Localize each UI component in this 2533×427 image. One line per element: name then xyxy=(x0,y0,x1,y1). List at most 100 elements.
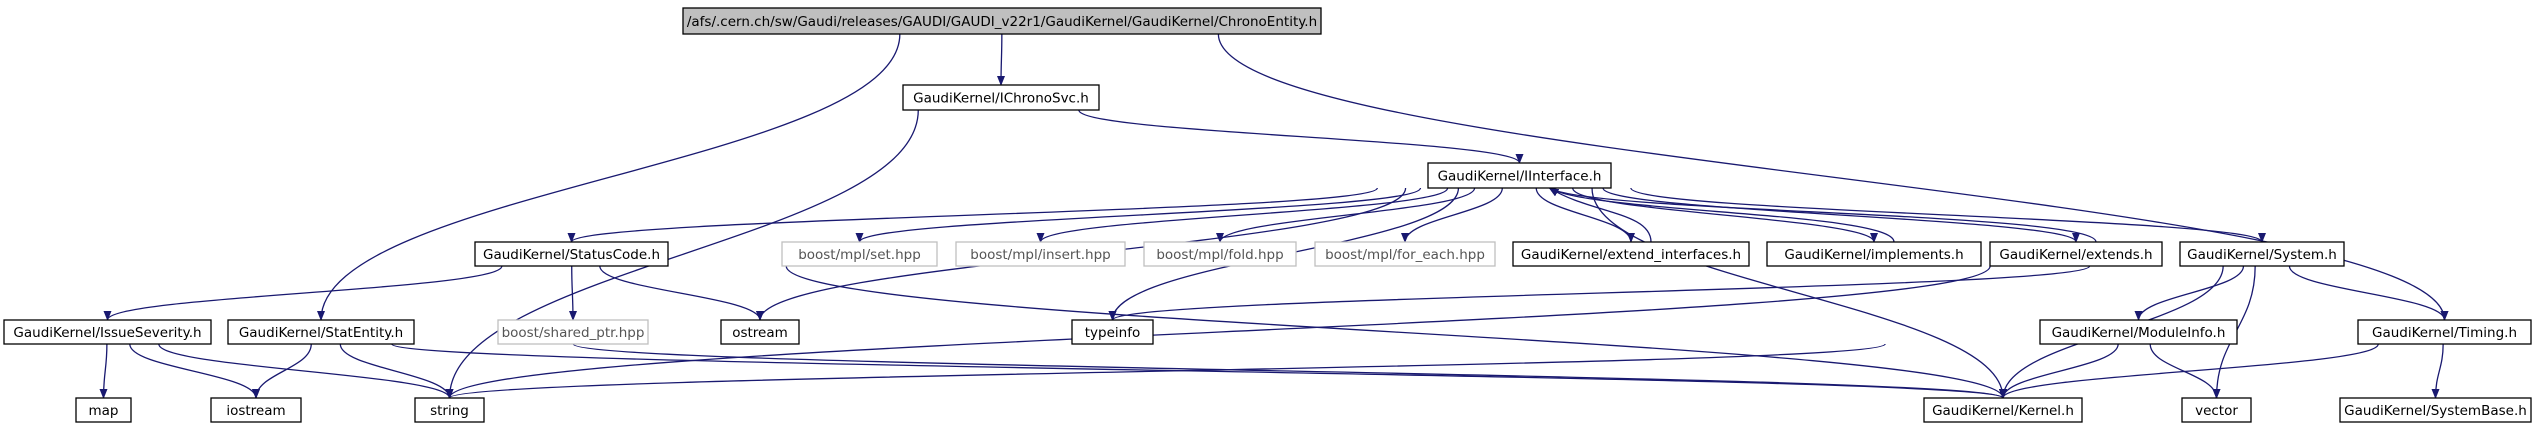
edge-statuscode-to-kernel xyxy=(785,265,2007,399)
edge-iinterface-to-mplset xyxy=(855,187,1422,243)
edge-moduleinfo-to-kernel xyxy=(1999,343,2119,399)
node-system[interactable]: GaudiKernel/System.h xyxy=(2179,241,2345,267)
node-map[interactable]: map xyxy=(75,397,132,423)
node-mplforeach[interactable]: boost/mpl/for_each.hpp xyxy=(1314,241,1496,267)
node-box xyxy=(227,319,415,345)
node-label: GaudiKernel/IssueSeverity.h xyxy=(13,325,201,341)
edge-layer xyxy=(99,33,2449,399)
node-box xyxy=(1071,319,1154,345)
node-statuscode[interactable]: GaudiKernel/StatusCode.h xyxy=(474,241,669,267)
node-box xyxy=(75,397,132,423)
node-label: ostream xyxy=(732,325,788,341)
node-label: /afs/.cern.ch/sw/Gaudi/releases/GAUDI/GA… xyxy=(687,14,1317,30)
node-statentity[interactable]: GaudiKernel/StatEntity.h xyxy=(227,319,415,345)
node-box xyxy=(2179,241,2345,267)
node-typeinfo[interactable]: typeinfo xyxy=(1071,319,1154,345)
edge-statuscode-to-sharedptr xyxy=(568,265,577,321)
node-box xyxy=(2181,397,2252,423)
node-label: map xyxy=(89,403,119,419)
node-box xyxy=(902,84,1100,111)
node-label: boost/shared_ptr.hpp xyxy=(502,325,645,341)
edge-statentity-to-kernel xyxy=(572,343,2007,399)
node-string[interactable]: string xyxy=(414,397,485,423)
edge-iinterface-to-implements xyxy=(1572,187,1878,243)
node-box xyxy=(2339,397,2532,423)
edge-issue-to-iostream xyxy=(129,343,260,399)
edge-system-to-moduleinfo xyxy=(2134,265,2245,321)
edge-implements-to-iinterface xyxy=(1548,187,1895,243)
edge-statuscode-to-issue xyxy=(103,265,503,321)
node-box xyxy=(1989,241,2163,267)
node-box xyxy=(1923,397,2083,423)
node-label: GaudiKernel/IInterface.h xyxy=(1438,169,1602,185)
edge-extendif-to-iinterface xyxy=(1548,187,1652,243)
node-box xyxy=(955,241,1126,267)
node-label: boost/mpl/fold.hpp xyxy=(1156,247,1283,263)
node-label: iostream xyxy=(226,403,285,419)
edge-iinterface-to-mplinsert xyxy=(1036,187,1449,243)
node-iinterface[interactable]: GaudiKernel/IInterface.h xyxy=(1427,162,1612,189)
edge-root-to-ichrono xyxy=(997,33,1006,86)
node-ichrono[interactable]: GaudiKernel/IChronoSvc.h xyxy=(902,84,1100,111)
node-systembase[interactable]: GaudiKernel/SystemBase.h xyxy=(2339,397,2532,423)
edge-iinterface-to-statuscode xyxy=(567,187,1378,243)
node-label: GaudiKernel/SystemBase.h xyxy=(2344,403,2527,419)
node-box xyxy=(3,319,212,345)
node-mplinsert[interactable]: boost/mpl/insert.hpp xyxy=(955,241,1126,267)
node-timing[interactable]: GaudiKernel/Timing.h xyxy=(2357,319,2532,345)
node-box xyxy=(682,7,1322,35)
edge-system-to-timing xyxy=(2288,265,2449,321)
node-box xyxy=(1314,241,1496,267)
edge-iinterface-to-kernel xyxy=(1591,187,2007,399)
node-label: vector xyxy=(2195,403,2238,419)
edge-iinterface-to-system xyxy=(1630,187,2266,243)
node-box xyxy=(781,241,938,267)
node-label: GaudiKernel/Timing.h xyxy=(2372,325,2517,341)
node-vector[interactable]: vector xyxy=(2181,397,2252,423)
node-issue[interactable]: GaudiKernel/IssueSeverity.h xyxy=(3,319,212,345)
edge-root-to-timing xyxy=(1217,33,2449,321)
node-label: string xyxy=(430,403,469,419)
edge-issue-to-string xyxy=(158,343,454,399)
node-implements[interactable]: GaudiKernel/implements.h xyxy=(1766,241,1982,267)
edge-timing-to-systembase xyxy=(2431,343,2444,399)
node-box xyxy=(1512,241,1750,267)
node-iostream[interactable]: iostream xyxy=(210,397,302,423)
node-layer: /afs/.cern.ch/sw/Gaudi/releases/GAUDI/GA… xyxy=(3,7,2532,423)
node-label: GaudiKernel/StatEntity.h xyxy=(239,325,403,341)
node-kernel[interactable]: GaudiKernel/Kernel.h xyxy=(1923,397,2083,423)
node-box xyxy=(497,319,649,345)
edge-issue-to-map xyxy=(99,343,108,399)
node-moduleinfo[interactable]: GaudiKernel/ModuleInfo.h xyxy=(2039,319,2238,345)
edge-moduleinfo-to-string xyxy=(446,343,1886,399)
node-ostream[interactable]: ostream xyxy=(720,319,800,345)
edge-ichrono-to-string xyxy=(445,109,919,399)
node-label: GaudiKernel/extends.h xyxy=(1999,247,2152,263)
node-box xyxy=(414,397,485,423)
node-label: GaudiKernel/ModuleInfo.h xyxy=(2052,325,2226,341)
node-sharedptr[interactable]: boost/shared_ptr.hpp xyxy=(497,319,649,345)
node-box xyxy=(1427,162,1612,189)
node-mplset[interactable]: boost/mpl/set.hpp xyxy=(781,241,938,267)
edge-iinterface-to-extends xyxy=(1602,187,2080,243)
node-box xyxy=(2357,319,2532,345)
edge-system-to-string xyxy=(445,265,1991,399)
edge-iinterface-to-mplforeach xyxy=(1401,187,1503,243)
node-box xyxy=(1766,241,1982,267)
node-label: typeinfo xyxy=(1085,325,1140,341)
node-label: boost/mpl/insert.hpp xyxy=(970,247,1110,263)
edge-statuscode-to-ostream xyxy=(599,265,764,321)
edge-statentity-to-iostream xyxy=(252,343,312,399)
node-box xyxy=(720,319,800,345)
node-box xyxy=(1143,241,1297,267)
node-extends[interactable]: GaudiKernel/extends.h xyxy=(1989,241,2163,267)
node-root[interactable]: /afs/.cern.ch/sw/Gaudi/releases/GAUDI/GA… xyxy=(682,7,1322,35)
node-extendif[interactable]: GaudiKernel/extend_interfaces.h xyxy=(1512,241,1750,267)
node-mplfold[interactable]: boost/mpl/fold.hpp xyxy=(1143,241,1297,267)
edge-iinterface-to-mplfold xyxy=(1216,187,1476,243)
edge-root-to-statentity xyxy=(317,33,901,321)
node-label: boost/mpl/for_each.hpp xyxy=(1325,247,1485,263)
node-box xyxy=(2039,319,2238,345)
node-box xyxy=(210,397,302,423)
